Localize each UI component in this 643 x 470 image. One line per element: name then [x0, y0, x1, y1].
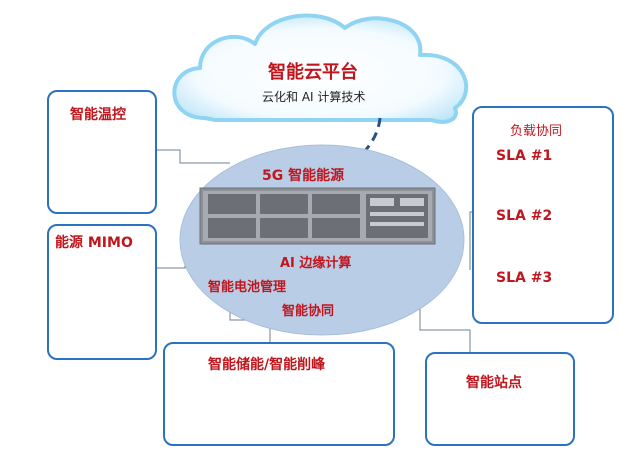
- storage-panel: [163, 342, 395, 446]
- cloud-subtitle: 云化和 AI 计算技术: [262, 90, 366, 104]
- sla-item-3-label: SLA #3: [496, 270, 553, 286]
- hub-battery-label: 智能电池管理: [208, 280, 287, 295]
- storage-panel-title: 智能储能/智能削峰: [208, 357, 326, 373]
- temperature-panel-title: 智能温控: [70, 107, 126, 123]
- mimo-panel-title: 能源 MIMO: [55, 235, 133, 251]
- mimo-panel: [47, 224, 157, 360]
- cloud-title: 智能云平台: [268, 62, 358, 83]
- sla-item-2-label: SLA #2: [496, 208, 553, 224]
- temperature-panel: [47, 90, 157, 214]
- hub-power-label: 5G 智能能源: [262, 168, 345, 184]
- load-panel-title: 负载协同: [510, 124, 563, 139]
- load-panel: [472, 106, 614, 324]
- power-rack-equipment: [199, 187, 436, 245]
- site-panel: [425, 352, 575, 446]
- hub-ai-edge-label: AI 边缘计算: [280, 256, 352, 271]
- sla-item-1-label: SLA #1: [496, 148, 553, 164]
- hub-coordination-label: 智能协同: [282, 304, 335, 319]
- cloud-link-dashed: [344, 117, 382, 172]
- site-panel-title: 智能站点: [466, 375, 522, 391]
- cloud-shape: [172, 13, 469, 124]
